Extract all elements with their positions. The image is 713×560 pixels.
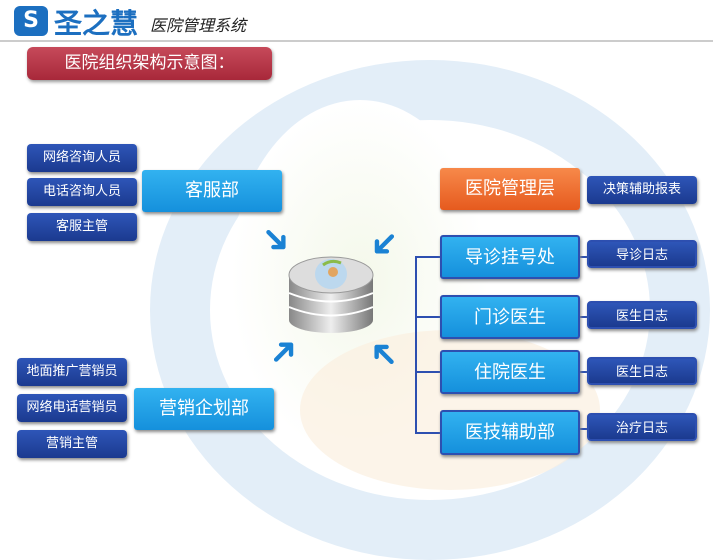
brand-name: 圣之慧 bbox=[54, 7, 139, 40]
staff-box: 营销主管 bbox=[17, 430, 127, 458]
report-box: 决策辅助报表 bbox=[587, 176, 697, 204]
connector-line bbox=[580, 371, 587, 373]
dept-customer-service: 客服部 bbox=[142, 170, 282, 212]
page-title: 医院组织架构示意图： bbox=[27, 47, 272, 80]
dept-inpatient: 住院医生 bbox=[440, 350, 580, 394]
log-box: 治疗日志 bbox=[587, 413, 697, 441]
dept-management: 医院管理层 bbox=[440, 168, 580, 210]
staff-box: 客服主管 bbox=[27, 213, 137, 241]
staff-box: 网络电话营销员 bbox=[17, 394, 127, 422]
connector-line bbox=[580, 428, 587, 430]
connector-line bbox=[580, 316, 587, 318]
staff-box: 电话咨询人员 bbox=[27, 178, 137, 206]
staff-box: 地面推广营销员 bbox=[17, 358, 127, 386]
logo-icon: S bbox=[14, 6, 48, 36]
dept-medical-tech: 医技辅助部 bbox=[440, 410, 580, 455]
dept-registration: 导诊挂号处 bbox=[440, 235, 580, 279]
connector-line bbox=[415, 256, 417, 433]
dept-outpatient: 门诊医生 bbox=[440, 295, 580, 339]
connector-line bbox=[415, 432, 440, 434]
connector-line bbox=[415, 256, 440, 258]
log-box: 医生日志 bbox=[587, 301, 697, 329]
dept-marketing: 营销企划部 bbox=[134, 388, 274, 430]
log-box: 导诊日志 bbox=[587, 240, 697, 268]
log-box: 医生日志 bbox=[587, 357, 697, 385]
staff-box: 网络咨询人员 bbox=[27, 144, 137, 172]
system-subtitle: 医院管理系统 bbox=[150, 16, 247, 35]
database-icon bbox=[288, 256, 374, 333]
connector-line bbox=[580, 256, 587, 258]
connector-line bbox=[415, 371, 440, 373]
header-divider bbox=[0, 40, 713, 42]
connector-line bbox=[415, 316, 440, 318]
